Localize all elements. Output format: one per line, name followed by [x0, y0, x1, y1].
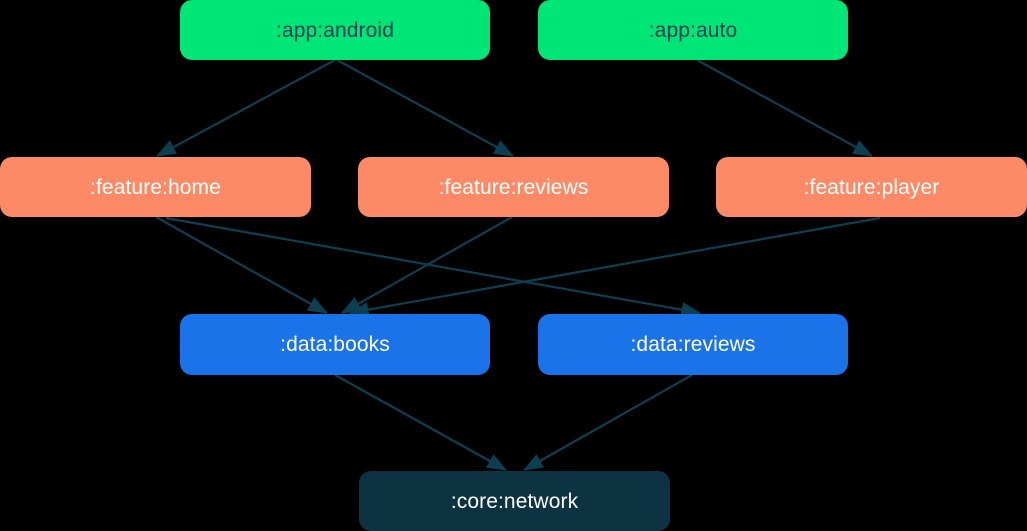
node-app-auto[interactable]: :app:auto [538, 0, 848, 60]
edge-feature-home-to-data-reviews [165, 216, 702, 318]
node-data-books[interactable]: :data:books [180, 314, 490, 375]
node-label-app-auto: :app:auto [648, 18, 738, 42]
node-data-reviews[interactable]: :data:reviews [538, 314, 848, 375]
node-label-data-reviews: :data:reviews [630, 333, 756, 356]
node-feature-home[interactable]: :feature:home [0, 157, 311, 217]
node-app-android[interactable]: :app:android [180, 0, 490, 60]
node-feature-reviews[interactable]: :feature:reviews [358, 157, 669, 217]
node-feature-player[interactable]: :feature:player [716, 157, 1027, 217]
edge-data-books-to-core-network [334, 374, 507, 471]
edge-feature-player-to-data-books [348, 216, 881, 318]
edge-app-android-to-feature-reviews [336, 59, 514, 157]
edge-feature-reviews-to-data-books [341, 216, 513, 314]
node-label-feature-player: :feature:player [803, 175, 940, 199]
node-label-feature-home: :feature:home [90, 175, 221, 199]
node-label-app-android: :app:android [276, 18, 394, 42]
edge-app-auto-to-feature-player [696, 59, 873, 157]
edges-group [155, 59, 881, 471]
edge-feature-home-to-data-books [155, 216, 328, 314]
node-label-core-network: :core:network [450, 489, 579, 513]
node-label-data-books: :data:books [280, 333, 390, 356]
node-label-feature-reviews: :feature:reviews [438, 175, 589, 199]
edge-data-reviews-to-core-network [523, 374, 693, 471]
node-core-network[interactable]: :core:network [359, 471, 670, 531]
edge-app-android-to-feature-home [156, 59, 336, 157]
